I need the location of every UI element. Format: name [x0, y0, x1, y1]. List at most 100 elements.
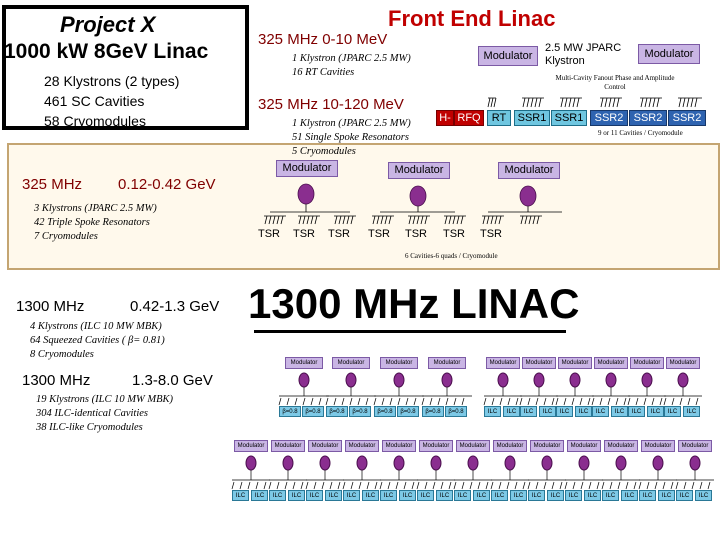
summary-cryomodules: 58 Cryomodules: [44, 113, 146, 129]
ilc-cavity-r2-15: ILC: [491, 490, 508, 501]
ilc-cavity-r1-1: ILC: [484, 406, 501, 417]
modulator-beta-1: Modulator: [285, 357, 323, 369]
ilc-cavity-r2-7: ILC: [343, 490, 360, 501]
chain-rfq: RFQ: [454, 110, 484, 126]
klystron-icon: [641, 372, 653, 388]
tsr-7: TSR: [480, 228, 502, 240]
ilc-cavity-r2-1: ILC: [232, 490, 249, 501]
ilc-cavity-r1-11: ILC: [664, 406, 681, 417]
tsr-klystrons: [264, 183, 562, 225]
sec4-note-1: 4 Klystrons (ILC 10 MW MBK): [30, 321, 162, 332]
title-box: [2, 5, 249, 130]
ilc-cavity-r2-12: ILC: [436, 490, 453, 501]
ilc-cavity-r2-4: ILC: [288, 490, 305, 501]
beta-cavity-5: β=0.8: [374, 406, 396, 417]
klystron-icon: [569, 372, 581, 388]
modulator-ilc-row2-3: Modulator: [308, 440, 342, 452]
sec2-note-2: 51 Single Spoke Resonators: [292, 132, 409, 143]
modulator-ilc-row1-4: Modulator: [594, 357, 628, 369]
ilc-cavity-r2-20: ILC: [584, 490, 601, 501]
jparc-klystron-label: 2.5 MW JPARC Klystron: [545, 42, 622, 67]
tsr-note: 6 Cavities-6 quads / Cryomodule: [405, 252, 498, 260]
ilc-cavity-r2-17: ILC: [528, 490, 545, 501]
ilc-cavity-r2-2: ILC: [251, 490, 268, 501]
klystron-icon: [393, 372, 405, 388]
klystron-icon: [497, 372, 509, 388]
sec3-note-1: 3 Klystrons (JPARC 2.5 MW): [34, 203, 157, 214]
linac-title-underline: [254, 330, 566, 333]
ilc-cavity-r1-4: ILC: [539, 406, 556, 417]
modulator-ilc-row2-4: Modulator: [345, 440, 379, 452]
ilc-cavity-r1-9: ILC: [628, 406, 645, 417]
tsr-3: TSR: [328, 228, 350, 240]
modulator-ilc-row2-11: Modulator: [604, 440, 638, 452]
modulator-ilc-row1-2: Modulator: [522, 357, 556, 369]
ilc-cavity-r2-23: ILC: [639, 490, 656, 501]
ilc-cavity-r1-12: ILC: [683, 406, 700, 417]
sec5-note-1: 19 Klystrons (ILC 10 MW MBK): [36, 394, 173, 405]
sec1-note-2: 16 RT Cavities: [292, 67, 355, 78]
modulator-ilc-row2-2: Modulator: [271, 440, 305, 452]
fanout-note: Multi-Cavity Fanout Phase and Amplitude …: [555, 74, 675, 91]
linac-1300-title: 1300 MHz LINAC: [248, 280, 580, 327]
klystron-icon: [319, 455, 331, 471]
klystron-icon: [677, 372, 689, 388]
project-title: Project X: [60, 12, 156, 37]
tsr-4: TSR: [368, 228, 390, 240]
modulator-ilc-row2-7: Modulator: [456, 440, 490, 452]
tsr-6: TSR: [443, 228, 465, 240]
chain-ssr1-b: SSR1: [551, 110, 587, 126]
modulator-ilc-row2-8: Modulator: [493, 440, 527, 452]
chain-ssr2-c: SSR2: [668, 110, 706, 126]
klystron-icon: [245, 455, 257, 471]
klystron-icon: [615, 455, 627, 471]
ilc-cavity-r2-6: ILC: [325, 490, 342, 501]
modulator-ilc-row2-9: Modulator: [530, 440, 564, 452]
klystron-icon: [282, 455, 294, 471]
ilc-cavity-r1-3: ILC: [520, 406, 537, 417]
modulator-ilc-row1-1: Modulator: [486, 357, 520, 369]
modulator-front-end-1: Modulator: [478, 46, 538, 66]
tsr-5: TSR: [405, 228, 427, 240]
sec1-note-1: 1 Klystron (JPARC 2.5 MW): [292, 53, 411, 64]
modulator-beta-3: Modulator: [380, 357, 418, 369]
sec1-heading: 325 MHz 0-10 MeV: [258, 31, 388, 48]
beta-cavity-7: β=0.8: [422, 406, 444, 417]
ilc-cavity-r1-6: ILC: [575, 406, 592, 417]
klystron-icon: [533, 372, 545, 388]
sec3-heading-freq: 325 MHz: [22, 176, 83, 193]
modulator-ilc-row2-1: Modulator: [234, 440, 268, 452]
klystron-icon: [298, 372, 310, 388]
klystron-icon: [393, 455, 405, 471]
tsr-1: TSR: [258, 228, 280, 240]
front-end-background: [7, 143, 720, 270]
sec5-heading-energy: 1.3-8.0 GeV: [132, 372, 213, 389]
modulator-tsr-2: Modulator: [388, 162, 450, 179]
ilc-cavity-r2-9: ILC: [380, 490, 397, 501]
modulator-tsr-3: Modulator: [498, 162, 560, 179]
beta-cavity-3: β=0.8: [326, 406, 348, 417]
linac-power-title: 1000 kW 8GeV Linac: [4, 40, 209, 63]
fanout-couplers: [487, 97, 702, 108]
beta-cavity-4: β=0.8: [349, 406, 371, 417]
sec2-note-3: 5 Cryomodules: [292, 146, 356, 157]
klystron-icon: [441, 372, 453, 388]
summary-klystrons: 28 Klystrons (2 types): [44, 73, 180, 89]
modulator-ilc-row2-5: Modulator: [382, 440, 416, 452]
chain-h-minus: H-: [436, 110, 454, 126]
ilc-cavity-r2-25: ILC: [676, 490, 693, 501]
sec2-note-1: 1 Klystron (JPARC 2.5 MW): [292, 118, 411, 129]
ilc-cavity-r2-24: ILC: [658, 490, 675, 501]
ilc-cavity-r1-5: ILC: [556, 406, 573, 417]
klystron-icon: [652, 455, 664, 471]
chain-ssr2-b: SSR2: [629, 110, 667, 126]
sec4-heading-freq: 1300 MHz: [16, 298, 85, 315]
modulator-ilc-row2-10: Modulator: [567, 440, 601, 452]
beta-cavity-2: β=0.8: [302, 406, 324, 417]
ilc-cavity-r2-16: ILC: [510, 490, 527, 501]
ilc-cavity-r2-8: ILC: [362, 490, 379, 501]
ilc-cavity-r1-10: ILC: [647, 406, 664, 417]
sec4-note-2: 64 Squeezed Cavities ( β= 0.81): [30, 335, 165, 346]
ilc-cavity-r2-22: ILC: [621, 490, 638, 501]
klystron-icon: [467, 455, 479, 471]
